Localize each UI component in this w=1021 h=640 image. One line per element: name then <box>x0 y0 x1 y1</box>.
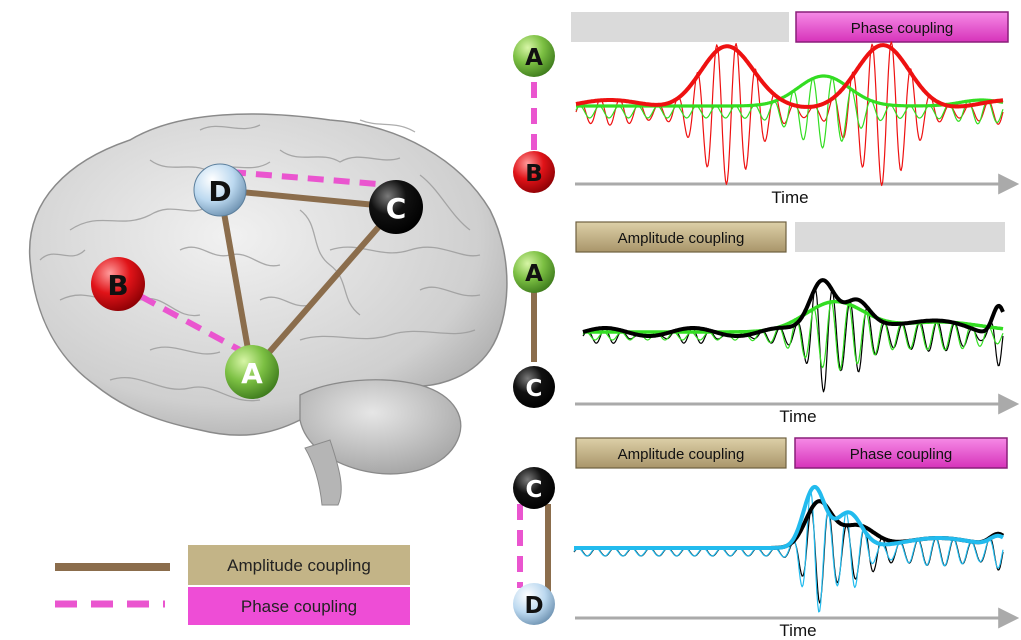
signal-D-oscillation <box>573 490 1004 613</box>
signal-C-envelope <box>582 278 1005 338</box>
phase-coupling-bar-label: Phase coupling <box>850 446 953 463</box>
node-C: C <box>513 467 555 509</box>
node-circle <box>513 151 555 193</box>
signal-traces <box>573 484 1005 613</box>
node-label: A <box>525 45 543 71</box>
brain-fold <box>419 174 471 231</box>
brainstem-shape <box>304 439 342 506</box>
node-label: D <box>524 593 543 619</box>
brain-fold <box>39 249 86 261</box>
brain-fold <box>279 149 401 163</box>
panel-C-D: C D Amplitude coupling Phase coupling Ti… <box>513 437 1020 640</box>
brain-fold <box>329 246 481 257</box>
brain-fold <box>299 209 361 316</box>
node-C: C <box>369 180 423 234</box>
signal-B-envelope <box>575 43 1004 109</box>
time-axis-label: Time <box>771 188 808 207</box>
inactive-bar <box>795 222 1005 252</box>
node-D: D <box>193 163 247 217</box>
node-A: A <box>513 35 555 77</box>
link-D-A <box>217 189 255 373</box>
node-circle <box>225 345 279 399</box>
signal-D-envelope <box>573 484 1005 550</box>
brain-connections <box>116 169 399 374</box>
node-C: C <box>513 366 555 408</box>
brain-fold <box>299 329 476 341</box>
link-B-A-phase <box>116 281 242 353</box>
brain-fold <box>199 124 261 131</box>
node-circle <box>513 583 555 625</box>
link-C-A <box>249 205 399 374</box>
node-circle <box>513 35 555 77</box>
node-B: B <box>91 257 145 311</box>
legend-amplitude-label: Amplitude coupling <box>227 556 371 575</box>
signal-C-oscillation <box>573 508 1004 604</box>
node-A: A <box>513 251 555 293</box>
amplitude-coupling-bar-label: Amplitude coupling <box>618 230 745 247</box>
signal-B-oscillation <box>575 41 1004 187</box>
node-label: B <box>525 161 543 187</box>
amplitude-coupling-bar <box>575 437 787 469</box>
node-label: B <box>107 269 128 302</box>
node-label: C <box>386 192 407 225</box>
node-D: D <box>513 583 555 625</box>
brain-fold <box>419 286 481 297</box>
legend-phase-label: Phase coupling <box>241 597 357 616</box>
panel-A-C: A C Amplitude coupling Time <box>513 221 1020 426</box>
node-circle <box>91 257 145 311</box>
signal-C-envelope <box>573 499 1005 550</box>
node-label: D <box>208 175 231 208</box>
legend-amplitude-box <box>188 545 410 585</box>
signal-A-oscillation <box>575 76 1004 149</box>
time-axis-label: Time <box>779 407 816 426</box>
phase-coupling-bar-label: Phase coupling <box>851 20 954 37</box>
node-circle <box>193 163 247 217</box>
inactive-bar <box>571 12 789 42</box>
node-label: A <box>241 357 263 390</box>
node-circle <box>513 251 555 293</box>
signal-C-oscillation <box>582 288 1004 393</box>
legend-phase-box <box>188 587 410 625</box>
brain-fold <box>259 296 311 307</box>
brain-fold <box>359 119 416 133</box>
brain-fold <box>109 377 261 402</box>
amplitude-coupling-bar-label: Amplitude coupling <box>618 446 745 463</box>
node-A: A <box>225 345 279 399</box>
node-B: B <box>513 151 555 193</box>
brain-fold <box>59 294 201 317</box>
time-axis-label: Time <box>779 621 816 640</box>
phase-coupling-bar <box>795 11 1009 43</box>
link-D-C-phase <box>229 169 391 188</box>
node-circle <box>369 180 423 234</box>
node-circle <box>513 467 555 509</box>
panel-A-B: A B Phase coupling Time <box>513 11 1020 207</box>
signal-traces <box>575 41 1004 187</box>
node-label: C <box>526 477 543 503</box>
amplitude-coupling-bar <box>575 221 787 253</box>
signal-traces <box>582 278 1005 393</box>
brain-fold <box>149 346 221 355</box>
link-D-C <box>219 187 397 210</box>
phase-coupling-bar <box>794 437 1008 469</box>
brain-fold <box>69 204 211 231</box>
node-label: A <box>525 261 543 287</box>
node-label: C <box>526 376 543 402</box>
node-circle <box>513 366 555 408</box>
legend: Amplitude coupling Phase coupling <box>55 545 410 625</box>
